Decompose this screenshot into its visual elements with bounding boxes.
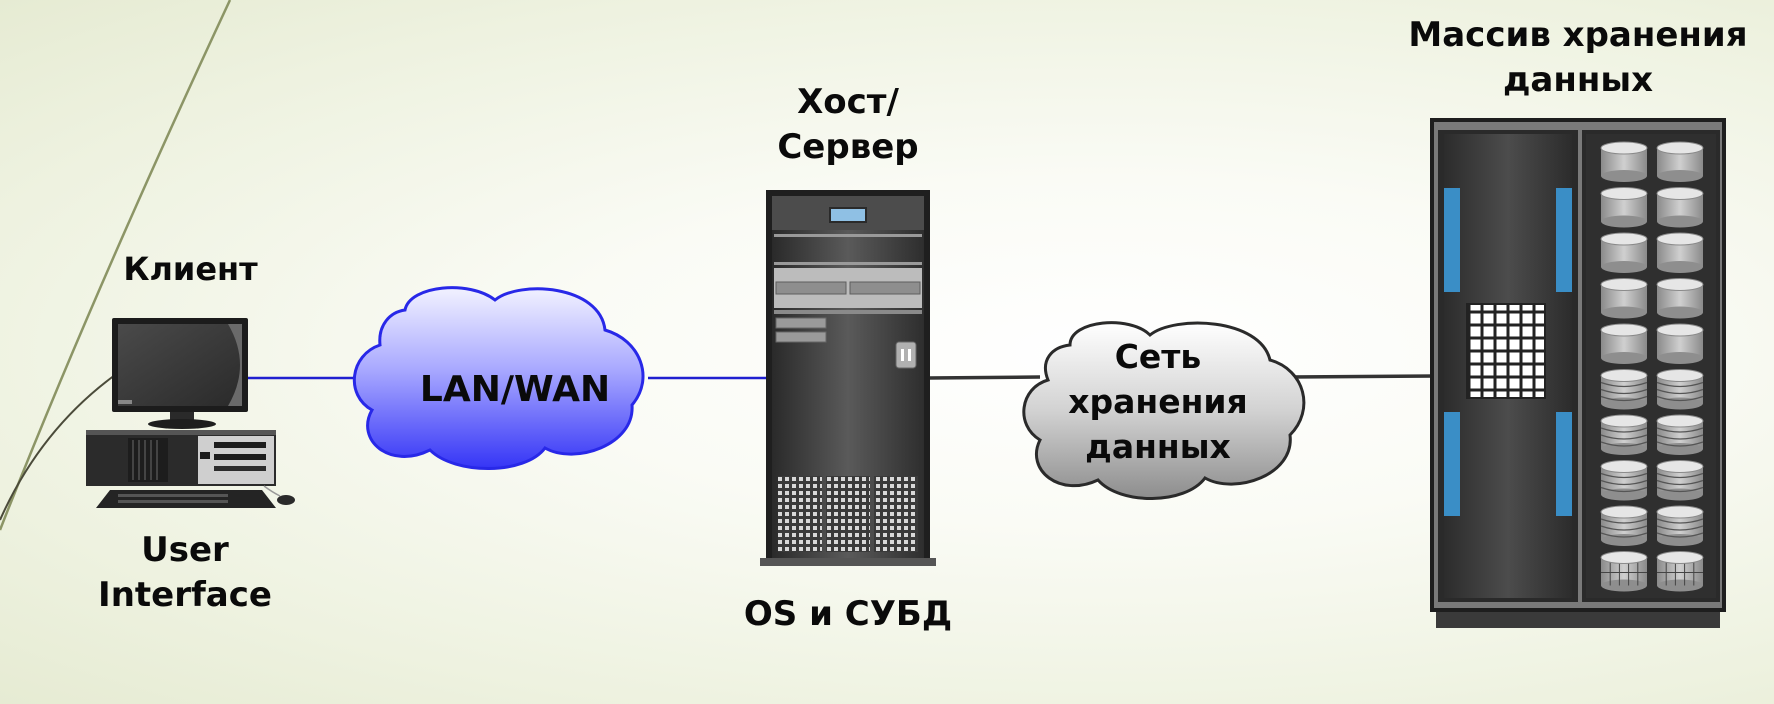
server-tower-icon (760, 190, 936, 566)
server-title: Хост/ Сервер (758, 80, 938, 170)
disk-drive-icon (1656, 278, 1704, 319)
disk-drive-icon (1600, 323, 1648, 364)
server-title-line2: Сервер (777, 126, 919, 167)
disk-platter-icon (1600, 369, 1648, 410)
san-label-line3: данных (1085, 426, 1231, 466)
server-subtitle: OS и СУБД (743, 594, 953, 634)
disk-stack (1600, 141, 1704, 592)
client-subtitle: User Interface (95, 528, 275, 618)
disk-platter-icon (1600, 505, 1648, 546)
storage-title: Массив хранения данных (1398, 13, 1758, 103)
disk-platter-icon (1656, 414, 1704, 455)
disk-drive-icon (1600, 232, 1648, 273)
disk-platter-icon (1656, 505, 1704, 546)
client-computer-icon (86, 318, 295, 508)
client-subtitle-line1: User (141, 530, 229, 570)
san-label-line1: Сеть (1114, 337, 1202, 376)
san-cloud-icon (1022, 321, 1306, 500)
san-label: Сеть хранения данных (1048, 335, 1268, 470)
tape-cartridge-icon (1656, 551, 1704, 592)
san-label-line2: хранения (1068, 381, 1248, 421)
decorative-curve-secondary (0, 374, 116, 521)
disk-drive-icon (1656, 323, 1704, 364)
client-subtitle-line2: Interface (98, 574, 272, 615)
disk-drive-icon (1600, 141, 1648, 182)
tape-cartridge-icon (1600, 551, 1648, 592)
storage-array-icon (1430, 118, 1726, 628)
storage-title-line1: Массив хранения (1408, 15, 1748, 55)
decorative-curve (0, 0, 232, 531)
disk-drive-icon (1600, 187, 1648, 228)
disk-drive-icon (1600, 278, 1648, 319)
disk-platter-icon (1600, 414, 1648, 455)
disk-drive-icon (1656, 232, 1704, 273)
disk-drive-icon (1656, 141, 1704, 182)
server-title-line1: Хост/ (797, 82, 899, 122)
disk-platter-icon (1656, 369, 1704, 410)
link-server-san (927, 375, 1041, 380)
link-san-storage (1289, 374, 1437, 379)
storage-title-line2: данных (1502, 59, 1654, 100)
disk-platter-icon (1600, 460, 1648, 501)
lan-wan-cloud-icon (352, 286, 645, 470)
disk-platter-icon (1656, 460, 1704, 501)
lan-wan-label: LAN/WAN (419, 369, 611, 410)
disk-drive-icon (1656, 187, 1704, 228)
client-title: Клиент (123, 250, 258, 288)
